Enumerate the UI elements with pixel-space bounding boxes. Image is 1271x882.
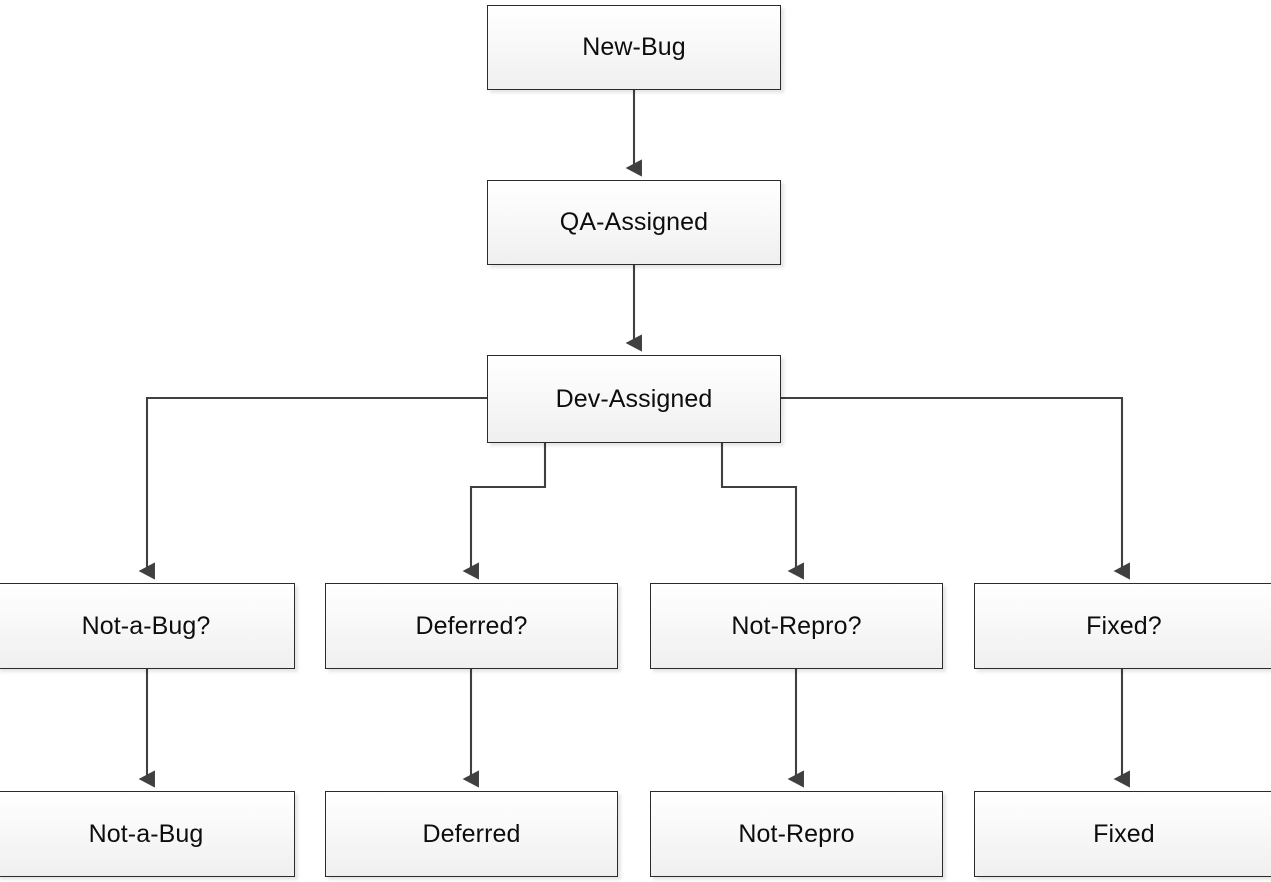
edge-dev-assigned-to-deferred-q bbox=[462, 443, 547, 580]
node-deferred-question[interactable]: Deferred? bbox=[325, 583, 618, 669]
node-not-repro[interactable]: Not-Repro bbox=[650, 791, 943, 877]
node-fixed[interactable]: Fixed bbox=[974, 791, 1271, 877]
node-new-bug[interactable]: New-Bug bbox=[487, 5, 781, 90]
node-label-not-repro: Not-Repro bbox=[738, 819, 855, 848]
node-label-fixed-question: Fixed? bbox=[1086, 611, 1162, 640]
node-deferred[interactable]: Deferred bbox=[325, 791, 618, 877]
node-label-new-bug: New-Bug bbox=[582, 33, 686, 61]
edge-dev-assigned-to-fixed-q bbox=[781, 396, 1130, 580]
node-label-dev-assigned: Dev-Assigned bbox=[555, 384, 713, 413]
node-label-not-repro-question: Not-Repro? bbox=[731, 611, 862, 640]
edge-dev-assigned-to-not-a-bug-q bbox=[138, 396, 487, 580]
node-label-fixed: Fixed bbox=[1093, 819, 1155, 848]
node-not-a-bug-question[interactable]: Not-a-Bug? bbox=[0, 583, 295, 669]
node-label-deferred-question: Deferred? bbox=[415, 611, 528, 640]
node-fixed-question[interactable]: Fixed? bbox=[974, 583, 1271, 669]
node-not-repro-question[interactable]: Not-Repro? bbox=[650, 583, 943, 669]
edge-dev-assigned-to-not-repro-q bbox=[720, 443, 804, 580]
node-label-qa-assigned: QA-Assigned bbox=[559, 208, 709, 236]
node-qa-assigned[interactable]: QA-Assigned bbox=[487, 180, 781, 265]
node-dev-assigned[interactable]: Dev-Assigned bbox=[487, 355, 781, 443]
node-label-not-a-bug-question: Not-a-Bug? bbox=[81, 611, 211, 640]
node-label-deferred: Deferred bbox=[422, 819, 521, 848]
node-label-not-a-bug: Not-a-Bug bbox=[88, 819, 204, 848]
node-not-a-bug[interactable]: Not-a-Bug bbox=[0, 791, 295, 877]
